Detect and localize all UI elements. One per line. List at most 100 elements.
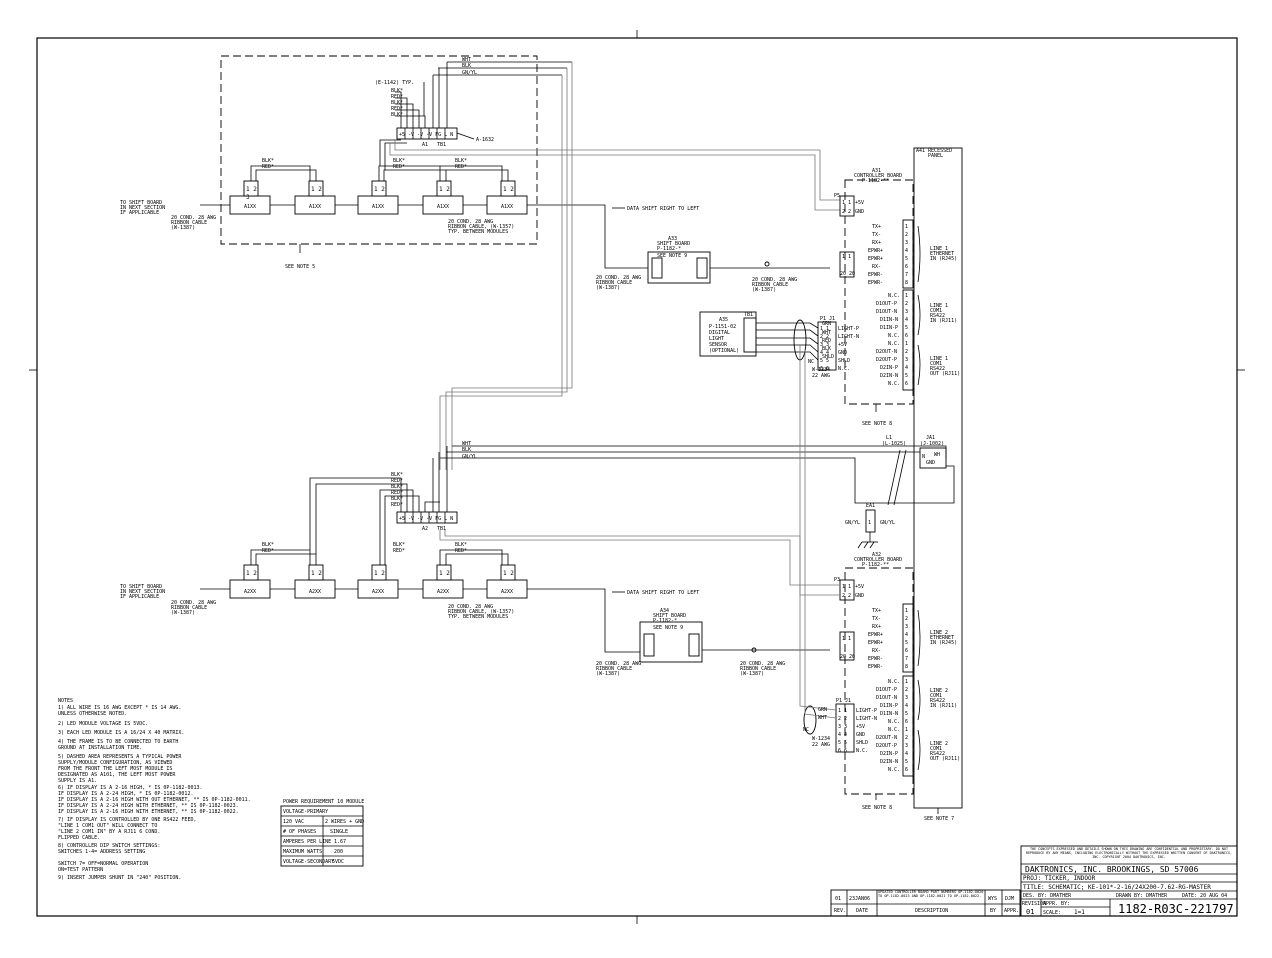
svg-text:D1IN-N: D1IN-N — [880, 317, 898, 323]
line1-out-l1: LINE 1 — [930, 356, 948, 362]
svg-text:RED*: RED* — [393, 164, 405, 170]
l1-l1: L1 — [886, 435, 892, 441]
svg-text:IF DISPLAY IS A 2-16 HIGH WITH: IF DISPLAY IS A 2-16 HIGH WITH ETHERNET,… — [58, 809, 239, 815]
svg-text:1.67: 1.67 — [334, 839, 346, 845]
svg-text:6) IF DISPLAY IS A 2-16 HIGH,: 6) IF DISPLAY IS A 2-16 HIGH, * IS 0P-11… — [58, 785, 203, 791]
data-shift-label-2: DATA SHIFT RIGHT TO LEFT — [627, 590, 699, 596]
svg-text:4 4: 4 4 — [820, 350, 829, 356]
to-shift-label-1-l1: TO SHIFT BOARD — [120, 200, 162, 206]
svg-text:3: 3 — [905, 240, 908, 246]
a35-l1: A35 — [719, 317, 728, 323]
svg-text:SUPPLY/MODULE CONFIGURATION, A: SUPPLY/MODULE CONFIGURATION, AS VIEWED — [58, 760, 172, 766]
svg-text:4: 4 — [905, 751, 908, 757]
svg-text:N.C.: N.C. — [856, 748, 868, 754]
svg-text:(W-1387): (W-1387) — [596, 671, 620, 677]
svg-text:SWITCH 7= OFF=NORMAL OPER: SWITCH 7= OFF=NORMAL OPERATION — [58, 861, 148, 867]
svg-text:BLK*: BLK* — [391, 112, 403, 118]
w1234-a-l2: 22 AWG — [812, 373, 830, 379]
svg-text:N.C.: N.C. — [888, 381, 900, 387]
svg-text:1: 1 — [905, 727, 908, 733]
svg-text:5: 5 — [905, 256, 908, 262]
notes-section: NOTES 1) ALL WIRE IS 16 AWG EXCEPT * IS … — [58, 698, 251, 881]
label-a1: A1 — [422, 142, 428, 148]
svg-text:IF DISPLAY IS A 2-16 HIGH WITH: IF DISPLAY IS A 2-16 HIGH WITH OUT ETHER… — [58, 797, 251, 803]
to-shift-label-2-l3: IF APPLICABLE — [120, 594, 159, 600]
see-note-9-a: SEE NOTE 9 — [657, 253, 687, 259]
svg-text:EPWR+: EPWR+ — [868, 640, 883, 646]
svg-text:A1XX: A1XX — [309, 204, 321, 210]
svg-text:(W-1387): (W-1387) — [740, 671, 764, 677]
svg-text:SHLD: SHLD — [856, 740, 868, 746]
a32-l3: P-1182-** — [862, 562, 889, 568]
svg-text:D2OUT-N: D2OUT-N — [876, 349, 897, 355]
svg-text:3: 3 — [246, 194, 250, 201]
svg-text:A2XX: A2XX — [372, 589, 384, 595]
svg-text:7) IF DISPLAY IS CONTROLLED BY: 7) IF DISPLAY IS CONTROLLED BY ONE RS422… — [58, 817, 196, 823]
ribbon-mods-1-l2: RIBBON CABLE, (W-1357) — [448, 224, 514, 230]
svg-text:GROUND AT INSTALLATION TIME.: GROUND AT INSTALLATION TIME. — [58, 745, 142, 751]
svg-text:200: 200 — [334, 849, 343, 855]
svg-text:BLK*: BLK* — [391, 496, 403, 502]
svg-text:EPWR-: EPWR- — [868, 272, 883, 278]
a31-l2: CONTROLLER BOARD — [854, 173, 902, 179]
svg-text:D1OUT-P: D1OUT-P — [876, 301, 897, 307]
svg-text:4: 4 — [905, 365, 908, 371]
svg-text:D2IN-N: D2IN-N — [880, 373, 898, 379]
svg-text:LIGHT-N: LIGHT-N — [838, 334, 859, 340]
svg-text:BLK*: BLK* — [455, 158, 467, 164]
svg-text:BLK*: BLK* — [262, 542, 274, 548]
svg-text:1: 1 — [868, 520, 871, 526]
ribbon-label-1-l1: 20 COND. 28 AWG — [171, 215, 216, 221]
svg-text:EPWR+: EPWR+ — [868, 256, 883, 262]
svg-text:A2XX: A2XX — [501, 589, 513, 595]
svg-text:1 2: 1 2 — [439, 186, 450, 193]
svg-text:FLIPPED CABLE.: FLIPPED CABLE. — [58, 835, 100, 841]
line1-out-l4: OUT (RJ11) — [930, 371, 960, 377]
svg-text:ON=TEST PATTERN: ON=TEST PATTERN — [58, 867, 103, 873]
svg-text:D1IN-N: D1IN-N — [880, 711, 898, 717]
sensor-wire-grn: GRN — [822, 321, 831, 327]
ribbon-label-2-l2: RIBBON CABLE — [171, 605, 207, 611]
ribbon-label-1-l2: RIBBON CABLE — [171, 220, 207, 226]
svg-text:D1IN-P: D1IN-P — [880, 703, 898, 709]
svg-text:D2OUT-N: D2OUT-N — [876, 735, 897, 741]
svg-text:2 WIRES + GND: 2 WIRES + GND — [325, 819, 364, 825]
drawing-number: 1182-R03C-221797 — [1118, 902, 1234, 916]
svg-text:RED*: RED* — [391, 502, 403, 508]
svg-text:1 2: 1 2 — [439, 570, 450, 577]
a32-l1: A32 — [872, 552, 881, 558]
svg-text:3 3: 3 3 — [838, 724, 847, 730]
svg-text:WH: WH — [934, 452, 940, 458]
svg-text:3: 3 — [905, 624, 908, 630]
label-a1632: A-1632 — [476, 137, 494, 143]
svg-text:5) DASHED AREA REPRESENTS A TY: 5) DASHED AREA REPRESENTS A TYPICAL POWE… — [58, 754, 182, 760]
data-shift-label-1: DATA SHIFT RIGHT TO LEFT — [627, 206, 699, 212]
title-revision: 01 — [1026, 908, 1034, 916]
svg-text:2 2: 2 2 — [842, 209, 851, 215]
svg-text:3 3: 3 3 — [820, 342, 829, 348]
svg-text:8) CONTROLLER DIP SWITCH SETTI: 8) CONTROLLER DIP SWITCH SETTINGS: — [58, 843, 160, 849]
svg-text:6: 6 — [905, 648, 908, 654]
power-table-title: POWER REQUIREMENT 10 MODULE — [283, 799, 364, 805]
svg-text:N: N — [922, 454, 925, 460]
svg-text:2 2: 2 2 — [838, 716, 847, 722]
svg-text:5 5: 5 5 — [838, 740, 847, 746]
title-scale: 1=1 — [1074, 909, 1085, 916]
svg-text:# OF PHASES: # OF PHASES — [283, 829, 316, 835]
svg-text:IF DISPLAY IS A 2-24 HIGH WITH: IF DISPLAY IS A 2-24 HIGH WITH ETHERNET,… — [58, 803, 239, 809]
line1-eth-l3: IN (RJ45) — [930, 256, 957, 262]
svg-text:3: 3 — [905, 743, 908, 749]
light-sensor-a35 — [699, 311, 757, 357]
line1-in-l4: IN (RJ11) — [930, 318, 957, 324]
sensor-wire-shld: SHLD — [822, 354, 834, 360]
svg-text:7: 7 — [905, 656, 908, 662]
svg-text:9) INSERT JUMPER SHUNT IN "240: 9) INSERT JUMPER SHUNT IN "240" POSITION… — [58, 875, 181, 881]
svg-text:A1XX: A1XX — [372, 204, 384, 210]
svg-text:(W-1387): (W-1387) — [752, 287, 776, 293]
ja1-l2: (J-1002) — [920, 441, 944, 447]
line1-in-l3: RS422 — [930, 313, 945, 319]
svg-text:EPWR+: EPWR+ — [868, 632, 883, 638]
svg-text:+5V: +5V — [838, 342, 847, 348]
